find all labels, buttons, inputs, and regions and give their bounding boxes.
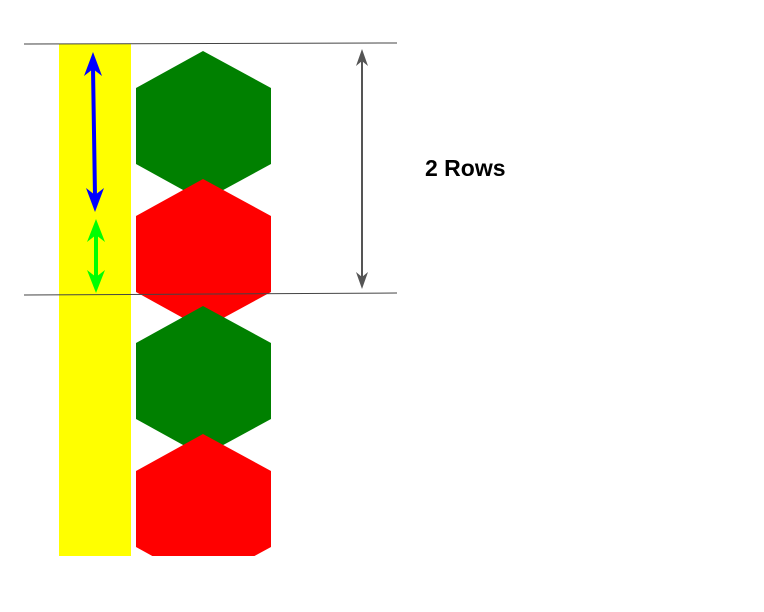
hexagon-2 [136, 179, 271, 329]
rows-count-label: 2 Rows [425, 155, 506, 181]
green-double-arrow [87, 219, 105, 293]
hexagon-stack [136, 51, 271, 556]
blue-double-arrow [84, 52, 104, 212]
hexagon-1 [136, 51, 271, 201]
rows-dimension-arrow [356, 49, 368, 289]
bottom-guide-line [23, 292, 398, 296]
hexagon-3 [136, 306, 271, 456]
hexagon-4 [136, 434, 271, 556]
top-guide-line [23, 42, 398, 45]
